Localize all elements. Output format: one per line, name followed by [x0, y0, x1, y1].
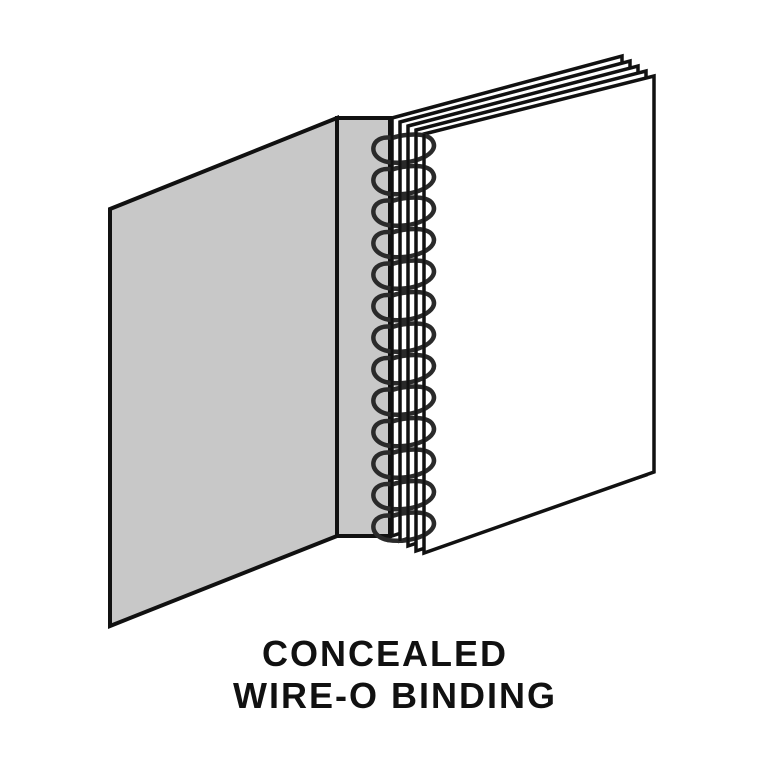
- wire-loop-back: [371, 198, 395, 228]
- wire-loop-back: [371, 166, 395, 196]
- wire-loop-back: [371, 387, 395, 417]
- wire-loop-back: [371, 135, 395, 165]
- wire-loop-back: [371, 324, 395, 354]
- front-page: [422, 73, 656, 556]
- wire-loop-back: [371, 481, 395, 511]
- wire-loop-back: [371, 229, 395, 259]
- front-cover-panel: [108, 115, 339, 629]
- caption-title-line-1: CONCEALED: [261, 633, 508, 674]
- wire-loop-back: [371, 261, 395, 291]
- page-stack: [390, 53, 656, 556]
- caption-title-line-2: WIRE-O BINDING: [233, 675, 557, 716]
- wire-loop-back: [371, 292, 395, 322]
- wire-loop-back: [371, 450, 395, 480]
- page-edge-lines: [390, 118, 426, 553]
- wire-loop-back: [371, 513, 395, 543]
- wire-loop-back: [371, 418, 395, 448]
- wire-loop-back: [371, 355, 395, 385]
